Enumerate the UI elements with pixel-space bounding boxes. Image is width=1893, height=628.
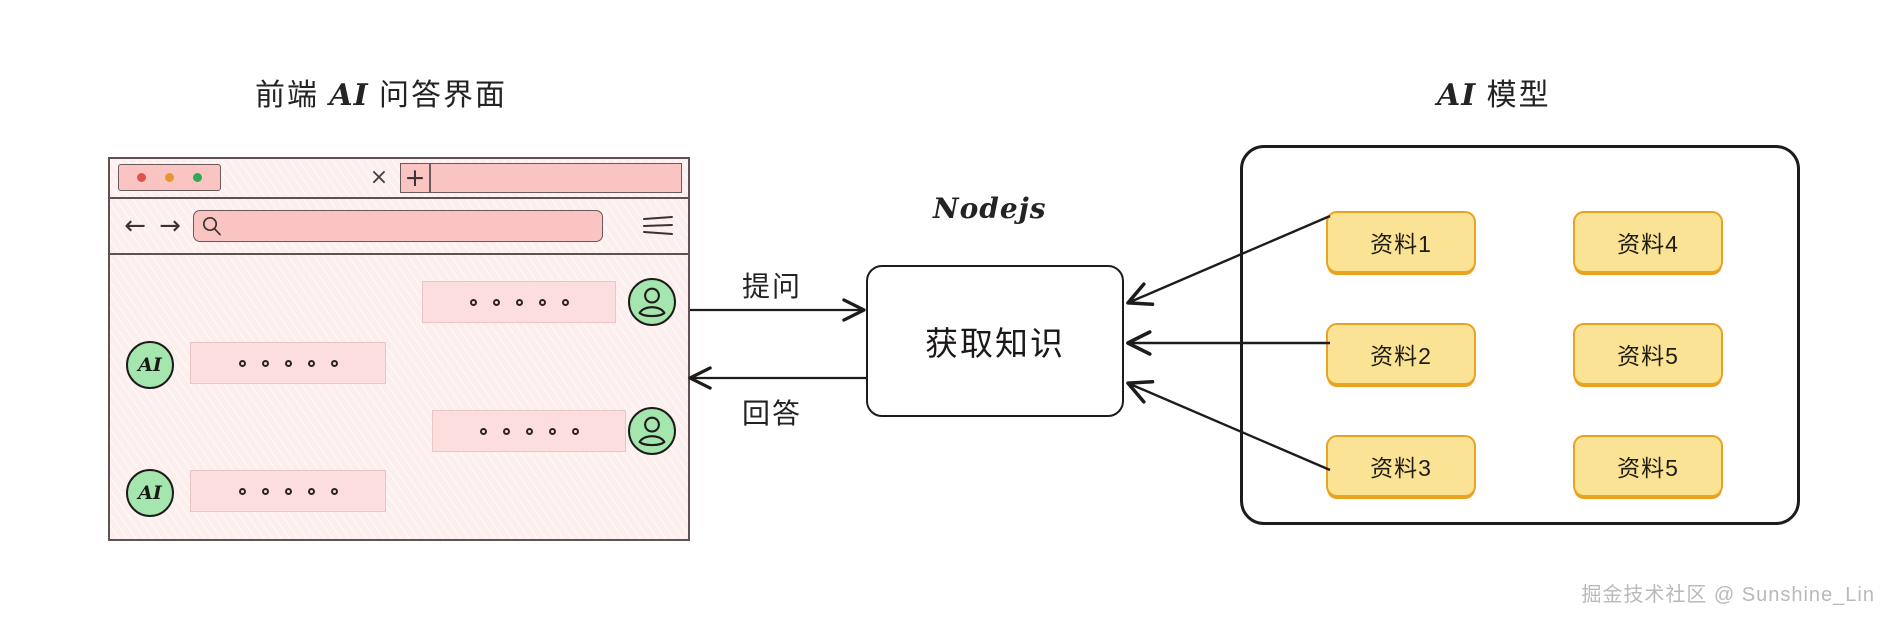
- placeholder-dot: [515, 298, 523, 306]
- model-title-suffix: 模型: [1486, 79, 1551, 112]
- close-window-dot[interactable]: [136, 173, 146, 182]
- ai-model-container: 资料1 资料2 资料3 资料4 资料5 资料5: [1240, 145, 1800, 525]
- chat-bubble-user: [422, 281, 616, 323]
- flow-label-answer: 回答: [742, 398, 803, 429]
- placeholder-dot: [261, 487, 269, 495]
- data-card-label: 资料3: [1370, 455, 1432, 481]
- frontend-title-suffix: 问答界面: [379, 79, 507, 112]
- data-card: 资料1: [1326, 211, 1476, 273]
- search-icon: [202, 216, 221, 236]
- chat-bubble-ai: [190, 342, 386, 384]
- flow-label-ask: 提问: [742, 271, 803, 302]
- placeholder-dot: [492, 298, 500, 306]
- placeholder-dot: [548, 427, 556, 435]
- minimize-window-dot[interactable]: [164, 173, 174, 182]
- placeholder-dot: [284, 359, 292, 367]
- placeholder-dot: [261, 359, 269, 367]
- placeholder-dot: [561, 298, 569, 306]
- data-card: 资料3: [1326, 435, 1476, 497]
- placeholder-dot: [469, 298, 477, 306]
- model-title-latin: AI: [1437, 78, 1477, 113]
- placeholder-dot: [284, 487, 292, 495]
- placeholder-dot: [479, 427, 487, 435]
- avatar-ai-label: AI: [138, 354, 162, 376]
- avatar-ai: AI: [126, 341, 174, 389]
- placeholder-dot: [330, 359, 338, 367]
- data-card: 资料5: [1573, 435, 1723, 497]
- avatar-ai: AI: [126, 469, 174, 517]
- placeholder-dot: [307, 359, 315, 367]
- placeholder-dot: [330, 487, 338, 495]
- chat-area: AI A: [110, 255, 688, 539]
- chat-bubble-ai: [190, 470, 386, 512]
- address-bar[interactable]: [193, 210, 603, 242]
- browser-window: × + ← →: [108, 157, 690, 541]
- data-card-label: 资料2: [1370, 343, 1432, 369]
- watermark: 掘金技术社区 @ Sunshine_Lin: [1581, 584, 1875, 606]
- ai-model-section-title: AI 模型: [1437, 70, 1551, 114]
- nodejs-box: 获取知识: [866, 265, 1124, 417]
- chat-bubble-user: [432, 410, 626, 452]
- data-card: 资料2: [1326, 323, 1476, 385]
- new-tab-icon[interactable]: +: [400, 163, 430, 193]
- avatar-user: [628, 407, 676, 455]
- placeholder-dot: [538, 298, 546, 306]
- data-card-label: 资料1: [1370, 231, 1432, 257]
- placeholder-dot: [238, 487, 246, 495]
- frontend-title-latin: AI: [329, 78, 369, 113]
- nodejs-box-label: 获取知识: [925, 325, 1065, 362]
- placeholder-dot: [502, 427, 510, 435]
- avatar-ai-label: AI: [138, 482, 162, 504]
- window-controls[interactable]: [118, 164, 221, 191]
- placeholder-dot: [571, 427, 579, 435]
- back-arrow-icon[interactable]: ←: [124, 211, 146, 241]
- frontend-section-title: 前端 AI 问答界面: [255, 70, 507, 114]
- browser-titlebar: × +: [110, 159, 688, 199]
- data-card-label: 资料4: [1617, 231, 1679, 257]
- nodejs-title: Nodejs: [933, 192, 1047, 225]
- hamburger-menu-icon[interactable]: [642, 213, 674, 239]
- browser-toolbar: ← →: [110, 199, 688, 255]
- forward-arrow-icon[interactable]: →: [159, 211, 181, 241]
- avatar-user: [628, 278, 676, 326]
- placeholder-dot: [525, 427, 533, 435]
- frontend-title-prefix: 前端: [255, 79, 319, 112]
- browser-tab[interactable]: [430, 163, 682, 193]
- data-card: 资料5: [1573, 323, 1723, 385]
- close-icon[interactable]: ×: [369, 165, 389, 190]
- placeholder-dot: [238, 359, 246, 367]
- person-icon: [638, 287, 666, 318]
- data-card: 资料4: [1573, 211, 1723, 273]
- person-icon: [638, 416, 666, 447]
- placeholder-dot: [307, 487, 315, 495]
- maximize-window-dot[interactable]: [193, 173, 203, 182]
- data-card-label: 资料5: [1617, 455, 1679, 481]
- data-card-label: 资料5: [1617, 343, 1679, 369]
